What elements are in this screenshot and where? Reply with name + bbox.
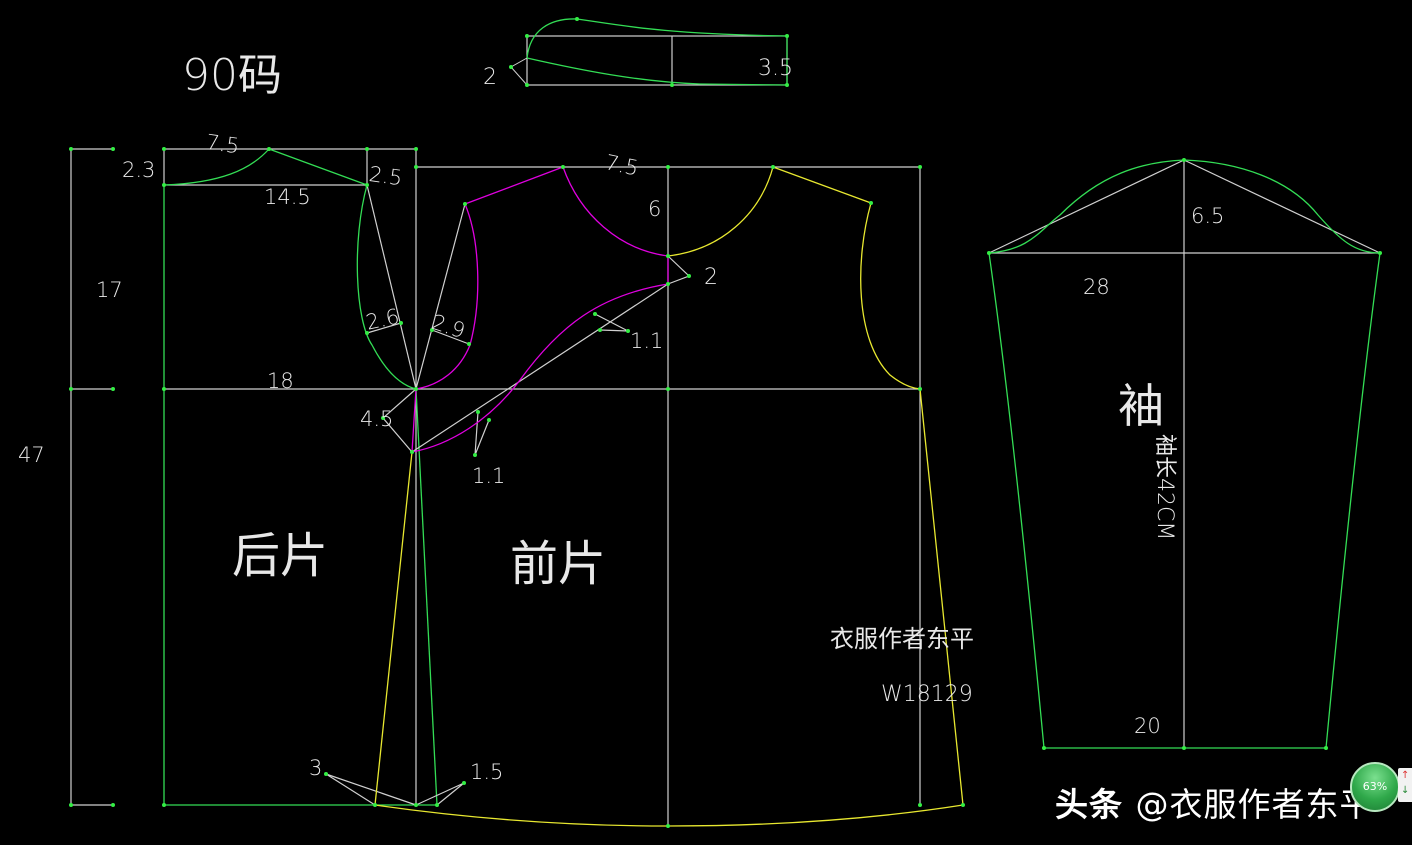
curve-a-label: 1.1 <box>630 329 663 353</box>
watermark-handle: @衣服作者东平 <box>1135 785 1374 824</box>
watermark: 头条 @衣服作者东平 <box>1055 778 1374 826</box>
collar-height-label: 3.5 <box>758 56 793 81</box>
chest-label: 18 <box>267 369 294 393</box>
front-armhole-label: 2.9 <box>429 310 468 343</box>
placket-label: 2 <box>704 265 718 290</box>
construction-points <box>69 147 965 828</box>
back-piece-name: 后片 <box>232 528 328 584</box>
total-length-label: 47 <box>18 443 45 467</box>
front-piece-magenta <box>411 166 669 453</box>
front-neck-depth-label: 6 <box>648 197 661 221</box>
shoulder-width-label: 14.5 <box>264 185 311 209</box>
side-drop-label: 4.5 <box>360 407 393 431</box>
sleeve-cap-height-label: 6.5 <box>1191 204 1224 228</box>
speed-badge[interactable]: 63% <box>1350 762 1400 812</box>
curve-b-label: 1.1 <box>472 464 505 488</box>
front-piece-construction <box>325 166 921 826</box>
sleeve-name: 袖 <box>1118 379 1164 433</box>
back-armhole-label: 2.6 <box>364 304 402 334</box>
front-piece-outline <box>374 166 964 827</box>
arrow-down-icon: ↓ <box>1401 785 1410 796</box>
sleeve-bicep-label: 28 <box>1083 275 1110 299</box>
back-piece <box>70 148 920 806</box>
back-shoulder-top-label: 7.5 <box>204 130 240 158</box>
back-piece-outline <box>163 148 438 806</box>
armhole-depth-label: 17 <box>96 278 123 302</box>
collar-width-label: 2 <box>483 65 497 90</box>
badge-percent: 63% <box>1362 780 1388 793</box>
front-piece-name: 前片 <box>510 536 606 592</box>
hem-left-label: 3 <box>309 756 322 780</box>
hem-right-label: 1.5 <box>470 760 503 784</box>
sleeve-cuff-label: 20 <box>1134 714 1161 738</box>
back-neck-depth-label: 2.3 <box>122 158 155 182</box>
collar-piece <box>509 17 789 87</box>
network-side-tab[interactable]: ↑ ↓ <box>1398 768 1412 802</box>
front-neck-width-label: 7.5 <box>603 150 641 180</box>
size-title: 90码 <box>182 50 282 101</box>
sleeve-piece <box>987 158 1382 750</box>
watermark-prefix: 头条 <box>1055 785 1123 824</box>
author-label: 衣服作者东平 <box>830 625 974 653</box>
sleeve-length-note: 袖长42CM <box>1152 434 1177 540</box>
arrow-up-icon: ↑ <box>1401 770 1410 781</box>
shoulder-drop-label: 2.5 <box>367 162 403 190</box>
pattern-code-label: W18129 <box>881 682 973 707</box>
